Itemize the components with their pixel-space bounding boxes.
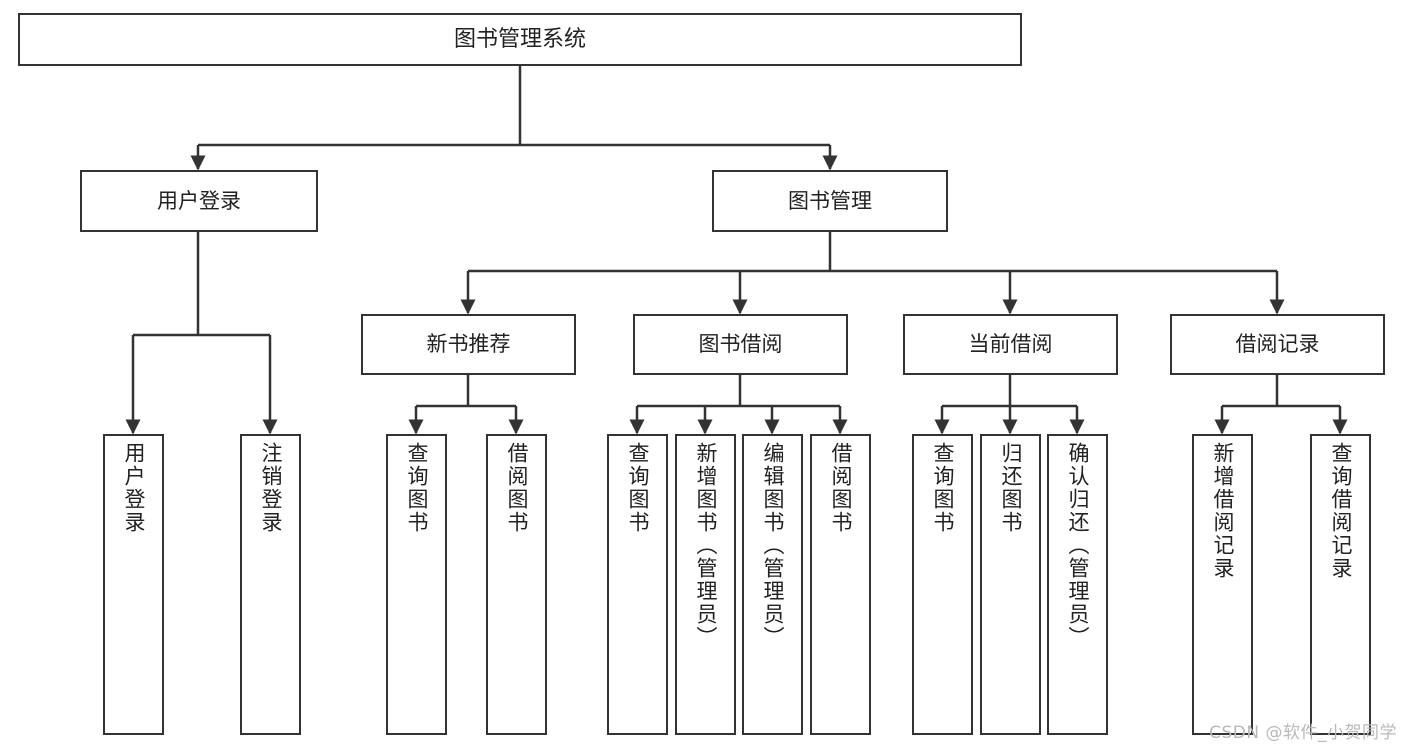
node-borrow-record[interactable]: 借阅记录 xyxy=(1170,314,1385,375)
node-user-login[interactable]: 用户登录 xyxy=(80,170,318,232)
node-book-manage[interactable]: 图书管理 xyxy=(712,170,948,232)
node-leaf-borrow-book-2[interactable]: 借阅图书 xyxy=(810,434,871,735)
node-current-borrow[interactable]: 当前借阅 xyxy=(903,314,1118,375)
csdn-watermark: CSDN @软件_小贺同学 xyxy=(1209,723,1397,743)
node-leaf-query-book-1[interactable]: 查询图书 xyxy=(386,434,447,735)
node-leaf-borrow-book-2-label: 借阅图书 xyxy=(829,442,853,534)
node-leaf-user-login-label: 用户登录 xyxy=(122,442,146,534)
node-leaf-add-record[interactable]: 新增借阅记录 xyxy=(1192,434,1253,735)
node-leaf-borrow-book-1-label: 借阅图书 xyxy=(505,442,529,534)
node-leaf-query-book-3[interactable]: 查询图书 xyxy=(912,434,973,735)
node-book-borrow-label: 图书借阅 xyxy=(698,332,783,357)
node-current-borrow-label: 当前借阅 xyxy=(968,332,1053,357)
node-leaf-edit-book[interactable]: 编辑图书（管理员） xyxy=(742,434,803,735)
node-root[interactable]: 图书管理系统 xyxy=(18,13,1022,66)
node-leaf-query-record-label: 查询借阅记录 xyxy=(1329,442,1353,580)
node-leaf-confirm-return-label: 确认归还（管理员） xyxy=(1066,442,1090,649)
node-user-login-label: 用户登录 xyxy=(157,188,241,213)
node-book-manage-label: 图书管理 xyxy=(788,188,872,213)
node-leaf-return-book-label: 归还图书 xyxy=(999,442,1023,534)
node-leaf-query-book-1-label: 查询图书 xyxy=(405,442,429,534)
node-leaf-add-record-label: 新增借阅记录 xyxy=(1211,442,1235,580)
node-root-label: 图书管理系统 xyxy=(453,26,586,52)
node-leaf-add-book-label: 新增图书（管理员） xyxy=(694,442,718,649)
node-borrow-record-label: 借阅记录 xyxy=(1235,332,1320,357)
node-leaf-borrow-book-1[interactable]: 借阅图书 xyxy=(486,434,547,735)
node-leaf-user-logout-label: 注销登录 xyxy=(259,442,283,534)
node-leaf-query-book-2[interactable]: 查询图书 xyxy=(607,434,668,735)
node-book-borrow[interactable]: 图书借阅 xyxy=(633,314,848,375)
node-leaf-edit-book-label: 编辑图书（管理员） xyxy=(761,442,785,649)
node-leaf-query-book-3-label: 查询图书 xyxy=(931,442,955,534)
node-leaf-user-logout[interactable]: 注销登录 xyxy=(240,434,301,735)
node-leaf-add-book[interactable]: 新增图书（管理员） xyxy=(675,434,736,735)
node-new-book-recommend-label: 新书推荐 xyxy=(426,332,511,357)
node-leaf-query-book-2-label: 查询图书 xyxy=(626,442,650,534)
node-leaf-query-record[interactable]: 查询借阅记录 xyxy=(1310,434,1371,735)
node-leaf-confirm-return[interactable]: 确认归还（管理员） xyxy=(1047,434,1108,735)
node-new-book-recommend[interactable]: 新书推荐 xyxy=(361,314,576,375)
node-leaf-return-book[interactable]: 归还图书 xyxy=(980,434,1041,735)
node-leaf-user-login[interactable]: 用户登录 xyxy=(103,434,164,735)
